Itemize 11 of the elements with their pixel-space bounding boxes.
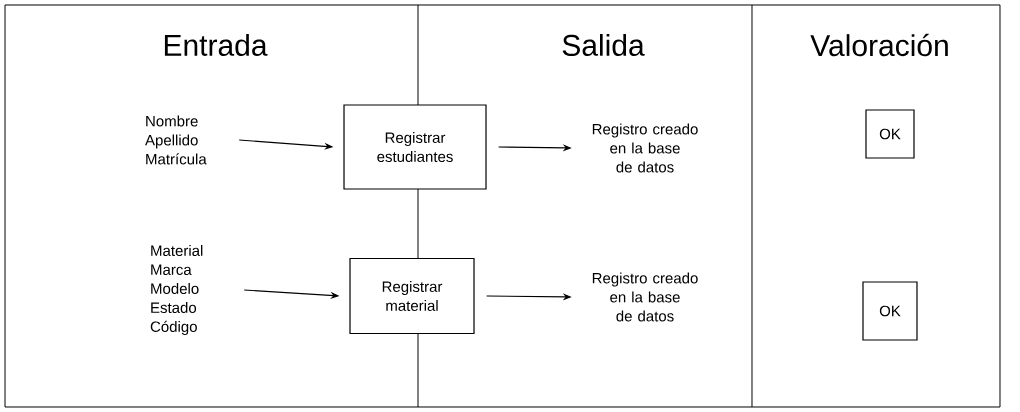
field-list: Material Marca Modelo Estado Código xyxy=(150,245,203,335)
output-text: Registro creado en la base de datos xyxy=(592,272,698,322)
column-heading: Valoración xyxy=(810,33,948,57)
column-heading: Salida xyxy=(562,34,645,56)
ok-box: OK xyxy=(865,109,915,159)
output-text: Registro creado en la base de datos xyxy=(592,123,698,173)
ok-box: OK xyxy=(862,281,918,341)
process-box: Registrar material xyxy=(349,257,475,335)
process-box: Registrar estudiantes xyxy=(343,104,487,190)
column-heading: Entrada xyxy=(164,34,268,56)
field-list: Nombre Apellido Matrícula xyxy=(145,115,207,165)
